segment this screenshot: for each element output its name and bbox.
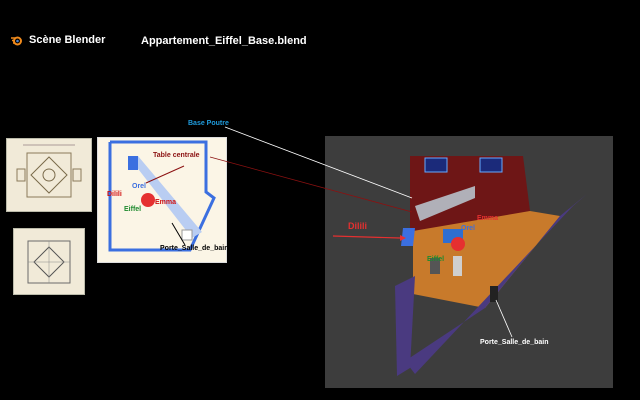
label-emma: Emma: [155, 199, 177, 206]
door-block: [181, 229, 193, 241]
side-wall: [395, 276, 415, 376]
viewport-label-eiffel: Eiffel: [427, 256, 445, 263]
window-left: [424, 157, 448, 173]
viewport-label-emma: Emma: [477, 215, 499, 222]
eiffel-object: [430, 258, 440, 274]
viewport-label-orel: Orel: [461, 225, 476, 232]
beam-object: [415, 186, 475, 221]
dilili-object: [401, 228, 415, 246]
blender-viewport[interactable]: [325, 136, 613, 388]
app-title: Scène Blender: [29, 34, 106, 46]
base-poutre-block: [128, 156, 138, 170]
label-dilili: Dilili: [107, 191, 122, 198]
reference-sketch-2[interactable]: [13, 228, 85, 295]
blender-icon: [11, 36, 22, 45]
door-object: [490, 286, 498, 302]
emma-marker: [141, 193, 155, 207]
emma-object: [451, 237, 465, 251]
app-title-bar: Scène Blender: [10, 34, 105, 46]
viewport-label-dilili: Dilili: [348, 221, 368, 231]
label-orel: Orel: [132, 183, 147, 190]
label-base-poutre: Base Poutre: [188, 120, 229, 127]
beam-shape: [128, 156, 202, 238]
label-porte: Porte_Salle_de_bain: [160, 245, 229, 252]
window-right: [479, 157, 503, 173]
partition-wall: [405, 194, 587, 374]
label-eiffel: Eiffel: [124, 206, 142, 213]
viewport-label-porte: Porte_Salle_de_bain: [480, 339, 549, 346]
orel-object: [453, 256, 462, 276]
file-name: Appartement_Eiffel_Base.blend: [141, 35, 307, 47]
reference-sketch-1[interactable]: [6, 138, 92, 212]
label-table-centrale: Table centrale: [153, 152, 200, 159]
